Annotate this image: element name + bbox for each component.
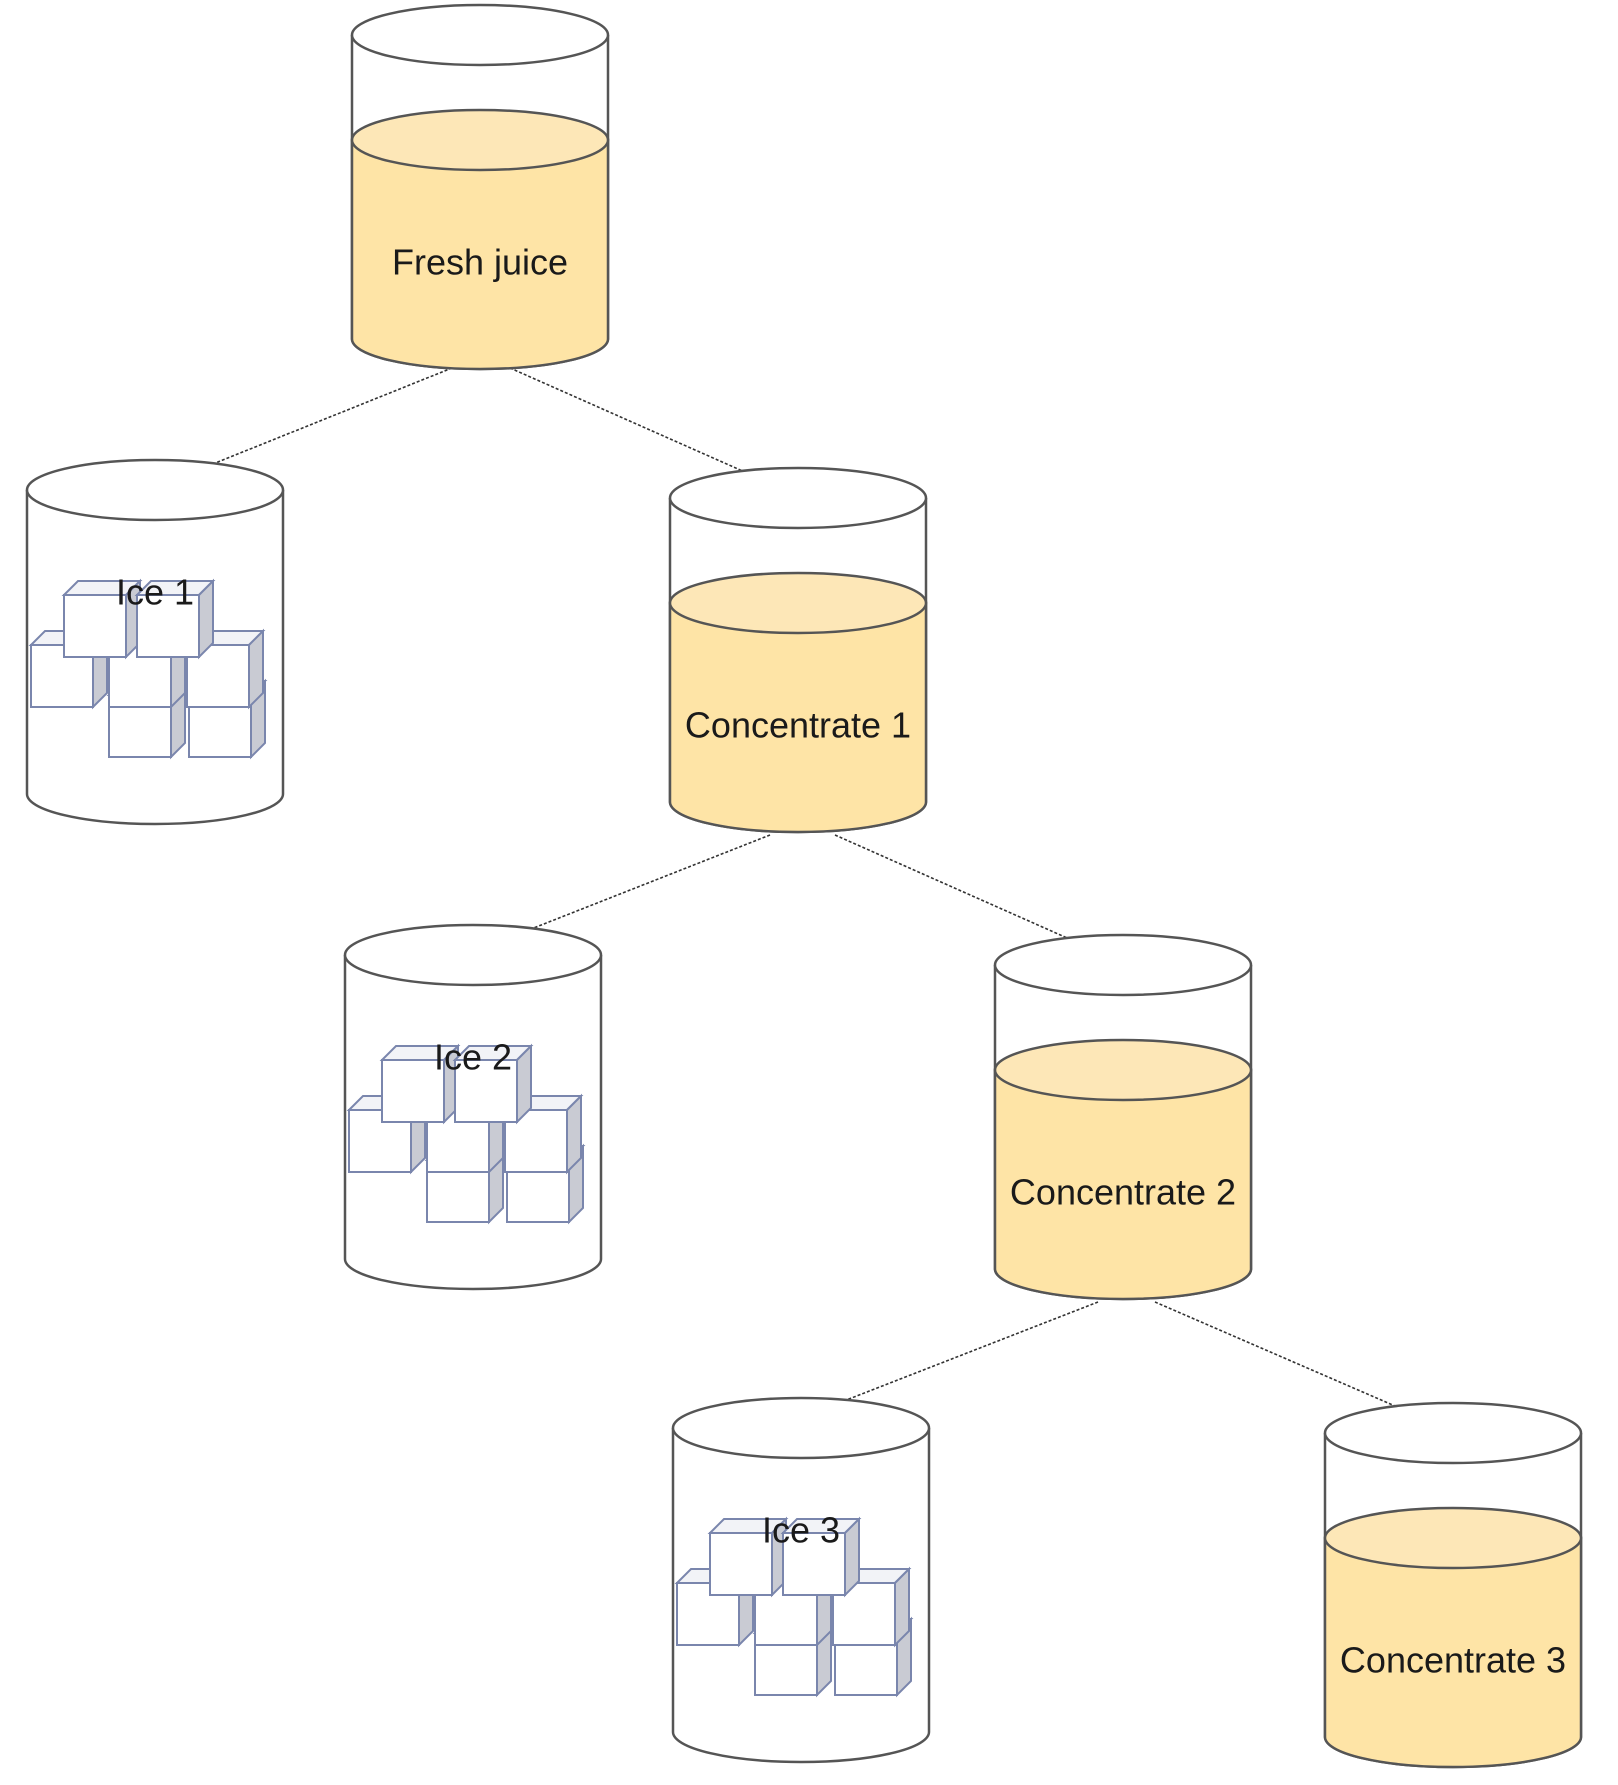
fresh-juice-container: Fresh juice bbox=[350, 3, 610, 371]
ice-cube bbox=[134, 578, 216, 660]
container-rim bbox=[671, 1396, 931, 1460]
container-rim bbox=[350, 3, 610, 67]
concentrate-3-label: Concentrate 3 bbox=[1340, 1640, 1566, 1681]
ice-2-container: Ice 2 bbox=[343, 923, 603, 1291]
ice-cube bbox=[61, 578, 143, 660]
ice-2-label: Ice 2 bbox=[434, 1037, 512, 1078]
concentrate-1-container: Concentrate 1 bbox=[668, 466, 928, 834]
concentrate-2-label: Concentrate 2 bbox=[1010, 1172, 1236, 1213]
container-rim bbox=[993, 933, 1253, 997]
ice-cube bbox=[379, 1043, 461, 1125]
juice-surface bbox=[1323, 1506, 1583, 1570]
juice-surface bbox=[993, 1038, 1253, 1102]
juice-surface bbox=[350, 108, 610, 172]
juice-liquid bbox=[350, 138, 610, 371]
container-rim bbox=[1323, 1401, 1583, 1465]
container-rim bbox=[25, 458, 285, 522]
container-rim bbox=[668, 466, 928, 530]
ice-cube bbox=[452, 1043, 534, 1125]
fresh-juice-label: Fresh juice bbox=[392, 242, 568, 283]
juice-surface bbox=[668, 571, 928, 635]
juice-liquid bbox=[1323, 1536, 1583, 1769]
container-rim bbox=[343, 923, 603, 987]
ice-1-label: Ice 1 bbox=[116, 572, 194, 613]
juice-liquid bbox=[668, 601, 928, 834]
ice-1-container: Ice 1 bbox=[25, 458, 285, 826]
ice-cube bbox=[780, 1516, 862, 1598]
juice-liquid bbox=[993, 1068, 1253, 1301]
concentrate-3-container: Concentrate 3 bbox=[1323, 1401, 1583, 1769]
ice-3-label: Ice 3 bbox=[762, 1510, 840, 1551]
ice-cube bbox=[707, 1516, 789, 1598]
concentrate-2-container: Concentrate 2 bbox=[993, 933, 1253, 1301]
ice-3-container: Ice 3 bbox=[671, 1396, 931, 1764]
concentrate-1-label: Concentrate 1 bbox=[685, 705, 911, 746]
